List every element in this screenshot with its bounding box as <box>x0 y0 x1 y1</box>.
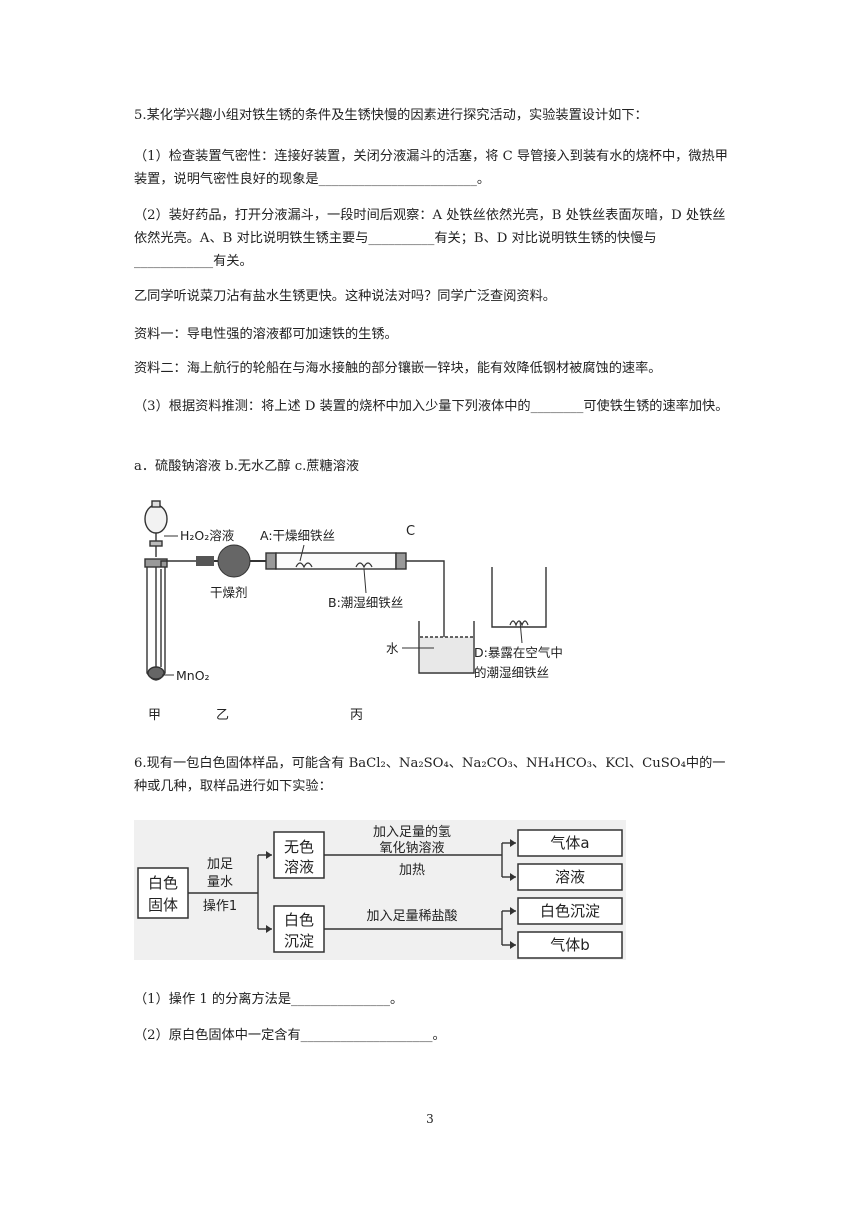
add-water-line1: 加足 <box>207 857 233 872</box>
add-water-line2: 量水 <box>207 875 233 890</box>
box-colorless-solution <box>273 831 325 879</box>
ppt-line1: 白色 <box>284 911 314 929</box>
naoh-line1: 加入足量的氢 <box>373 824 451 840</box>
hcl-label: 加入足量稀盐酸 <box>366 909 457 924</box>
outlet-tube-c <box>406 560 445 649</box>
gas-a-label: 气体a <box>550 834 589 852</box>
q5-part2: （2）装好药品，打开分液漏斗，一段时间后观察：A 处铁丝依然光亮，B 处铁丝表面… <box>134 208 726 269</box>
operation1-label: 操作1 <box>203 898 237 914</box>
box-white-solid <box>137 867 189 919</box>
connector <box>196 556 214 566</box>
separating-funnel <box>144 500 168 557</box>
q5-intro: 5.某化学兴趣小组对铁生锈的条件及生锈快慢的因素进行探究活动，实验装置设计如下： <box>134 108 648 123</box>
box-white-precipitate <box>517 897 623 925</box>
q5-p5: 资料二：海上航行的轮船在与海水接触的部分镶嵌一锌块，能有效降低钢材被腐蚀的速率。 <box>134 361 662 376</box>
q6-part2: （2）原白色固体中一定含有____________________。 <box>134 1028 446 1043</box>
label-c: C <box>406 524 415 539</box>
sol-line2: 溶液 <box>284 858 314 876</box>
label-h2o2: H₂O₂溶液 <box>180 528 235 543</box>
heat-label: 加热 <box>399 863 425 878</box>
q6-flow-chart: 白色 固体 无色 溶液 白色 沉淀 气体a 溶液 白色沉淀 气体b 加足 量水 … <box>134 820 626 960</box>
ppt-line2: 沉淀 <box>284 932 314 950</box>
label-bing: 丙 <box>350 708 363 723</box>
q5-p3: 乙同学听说菜刀沾有盐水生锈更快。这种说法对吗？同学广泛查阅资料。 <box>134 289 556 304</box>
box-gas-b <box>517 931 623 959</box>
label-d-line2: 的潮湿细铁丝 <box>474 665 549 680</box>
solid-line2: 固体 <box>148 896 178 914</box>
beaker-d <box>491 567 547 628</box>
naoh-line2: 氧化钠溶液 <box>379 841 444 856</box>
drying-tube <box>214 544 266 578</box>
q5-p4: 资料一：导电性强的溶液都可加速铁的生锈。 <box>134 327 398 342</box>
white-ppt-label: 白色沉淀 <box>540 902 600 920</box>
box-white-ppt <box>273 905 325 953</box>
solid-line1: 白色 <box>148 874 178 892</box>
label-water: 水 <box>386 641 399 656</box>
test-tube <box>144 558 168 681</box>
label-yi: 乙 <box>216 708 229 723</box>
q6-part1: （1）操作 1 的分离方法是_______________。 <box>134 992 404 1007</box>
gas-b-label: 气体b <box>550 936 590 954</box>
label-b: B:潮湿细铁丝 <box>328 595 403 610</box>
label-desiccant: 干燥剂 <box>210 585 248 600</box>
iron-rust-apparatus-figure: H₂O₂溶液 A:干燥细铁丝 C 干燥剂 B:潮湿细铁丝 水 D:暴露在空气中 … <box>144 500 563 723</box>
solution-label: 溶液 <box>555 868 585 886</box>
q5-options: a．硫酸钠溶液 b.无水乙醇 c.蔗糖溶液 <box>134 459 360 474</box>
q5-part1: （1）检查装置气密性：连接好装置，关闭分液漏斗的活塞，将 C 导管接入到装有水的… <box>134 149 728 187</box>
box-solution <box>517 863 623 891</box>
box-gas-a <box>517 829 623 857</box>
q5-part3: （3）根据资料推测：将上述 D 装置的烧杯中加入少量下列液体中的________… <box>134 399 729 414</box>
sol-line1: 无色 <box>284 838 314 856</box>
q6-intro: 6.现有一包白色固体样品，可能含有 BaCl₂、Na₂SO₄、Na₂CO₃、NH… <box>134 756 726 794</box>
label-a: A:干燥细铁丝 <box>260 528 335 543</box>
water-beaker <box>418 621 475 674</box>
label-mno2: MnO₂ <box>176 668 210 683</box>
label-d-line1: D:暴露在空气中 <box>474 645 563 660</box>
page-number: 3 <box>426 1112 434 1126</box>
label-jia: 甲 <box>148 708 161 723</box>
glass-tube <box>265 552 407 570</box>
